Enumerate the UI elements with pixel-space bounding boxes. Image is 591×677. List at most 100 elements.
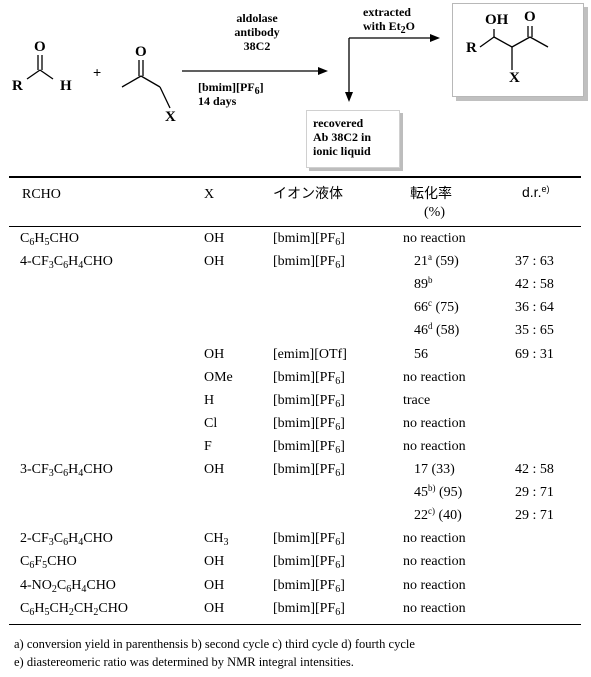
table-bottom-rule	[9, 624, 581, 625]
cell-rcho-part: CHO	[83, 462, 113, 477]
cell-x: OH	[204, 554, 225, 570]
cell-ionic-liquid-part: 6	[335, 260, 341, 272]
cell-conversion: no reaction	[403, 578, 466, 594]
conversion-value: 45	[414, 485, 428, 501]
cell-rcho-part: 5	[44, 606, 50, 618]
conversion-note: c	[428, 298, 432, 309]
cell-ionic-liquid: [bmim][PF6]	[273, 462, 345, 479]
cell-conversion: 21a (59)	[414, 252, 459, 270]
recovered-line-3: ionic liquid	[313, 144, 371, 158]
cell-ionic-liquid: [bmim][PF6]	[273, 415, 345, 433]
cell-rcho-part: 2	[93, 606, 99, 618]
recovered-line-2: Ab 38C2 in	[313, 130, 372, 144]
cell-dr: 29 : 71	[515, 485, 554, 501]
conversion-yield: (33)	[428, 462, 455, 477]
cell-ionic-liquid: [bmim][PF6]	[273, 438, 345, 456]
cell-rcho-part: CHO	[83, 254, 113, 270]
cell-conversion: no reaction	[403, 439, 466, 455]
cell-rcho-part: CHO	[83, 531, 113, 547]
cell-rcho-part: 3-CF	[20, 462, 49, 477]
aldehyde-o-label: O	[34, 39, 46, 55]
cell-rcho-part: 4-NO	[20, 577, 52, 593]
cell-ionic-liquid-part: ]	[340, 392, 345, 408]
cell-rcho-part: 4	[81, 583, 87, 595]
cell-rcho-part: C	[53, 254, 64, 270]
cell-conversion: 22c) (40)	[414, 506, 462, 524]
table-top-rule	[9, 176, 581, 178]
cell-rcho-part: C	[53, 531, 64, 547]
cell-x: H	[204, 392, 215, 408]
cell-ionic-liquid-part: 6	[335, 606, 341, 618]
cell-rcho-part: CHO	[86, 577, 116, 593]
cell-x: F	[204, 438, 212, 454]
cell-rcho-part: C	[20, 600, 30, 616]
conversion-note: d	[428, 321, 433, 332]
cell-ionic-liquid-part: [bmim][PF	[273, 577, 336, 593]
cell-ionic-liquid-part: 6	[335, 537, 341, 549]
extraction-line-2: with Et2O	[363, 19, 416, 36]
cell-rcho-part: 6	[63, 260, 69, 272]
cell-rcho-part: CHO	[49, 231, 80, 246]
cell-ionic-liquid-part: ]	[340, 415, 345, 431]
cell-rcho-part: CHO	[98, 600, 128, 616]
cell-conversion: no reaction	[403, 531, 466, 547]
header-ionic-liquid: イオン液体	[273, 186, 343, 202]
extraction-line-1: extracted	[363, 5, 411, 19]
conversion-value: trace	[403, 392, 431, 408]
cell-rcho-part: H	[34, 600, 45, 616]
conversion-value: no reaction	[403, 554, 466, 570]
cell-rcho-part: CHO	[47, 554, 77, 570]
cell-rcho-part: 3	[48, 260, 54, 272]
cell-ionic-liquid-part: [bmim][PF	[273, 554, 336, 570]
product-r-label: R	[466, 40, 477, 56]
conversion-value: 66	[414, 300, 428, 316]
conversion-value: no reaction	[403, 231, 466, 246]
cell-rcho-part: C	[53, 462, 64, 477]
cell-rcho: C6F5CHO	[20, 554, 77, 571]
cell-ionic-liquid: [bmim][PF6]	[273, 601, 345, 618]
cell-rcho: C6H5CHO	[20, 231, 80, 248]
conversion-value: 22	[414, 508, 428, 524]
cell-x: OH	[204, 577, 225, 593]
recovered-antibody-box: recovered Ab 38C2 in ionic liquid	[306, 110, 400, 168]
conditions-line-2: 14 days	[198, 94, 237, 108]
conversion-value: no reaction	[403, 577, 466, 593]
cell-dr: 35 : 65	[515, 323, 554, 339]
cell-ionic-liquid-part: ]	[340, 369, 345, 385]
cell-ionic-liquid-part: ]	[340, 577, 345, 593]
cell-rcho: 4-NO2C6H4CHO	[20, 577, 116, 595]
cell-ionic-liquid: [bmim][PF6]	[273, 392, 345, 410]
cell-conversion: 17 (33)	[414, 462, 455, 478]
conversion-value: no reaction	[403, 438, 466, 454]
cell-ionic-liquid: [bmim][PF6]	[273, 554, 345, 571]
cell-conversion: 45b) (95)	[414, 484, 462, 501]
cell-rcho-part: H	[68, 531, 79, 547]
plus-sign: +	[93, 64, 102, 80]
cell-rcho-part: 4-CF	[20, 254, 49, 270]
cell-conversion: no reaction	[403, 554, 466, 570]
cell-dr: 29 : 71	[515, 508, 554, 524]
cell-ionic-liquid-part: [bmim][PF	[273, 438, 336, 454]
conversion-value: 56	[414, 346, 428, 362]
conversion-value: 17	[414, 462, 428, 477]
cell-x: OH	[204, 600, 225, 616]
conversion-note: a	[428, 252, 432, 263]
header-conversion-unit: (%)	[424, 205, 445, 220]
product-oh-label: OH	[485, 12, 509, 28]
ketone-x-label: X	[165, 109, 176, 125]
cell-rcho-part: 6	[29, 237, 35, 248]
cell-conversion: trace	[403, 393, 430, 409]
cell-x: Cl	[204, 415, 218, 431]
conversion-value: 46	[414, 323, 428, 339]
cell-ionic-liquid-part: 6	[335, 583, 341, 595]
footnote-line-2: e) diastereomeric ratio was determined b…	[14, 655, 354, 669]
cell-dr: 69 : 31	[515, 346, 554, 362]
cell-ionic-liquid-part: ]	[340, 254, 345, 270]
cell-rcho: 2-CF3C6H4CHO	[20, 531, 113, 548]
cell-rcho: 4-CF3C6H4CHO	[20, 254, 113, 272]
conversion-note: c)	[428, 506, 435, 517]
cell-conversion: no reaction	[403, 416, 466, 432]
reagent-line-3: 38C2	[243, 39, 271, 53]
cell-conversion: 46d (58)	[414, 321, 459, 339]
cell-ionic-liquid-part: 6	[335, 444, 341, 456]
